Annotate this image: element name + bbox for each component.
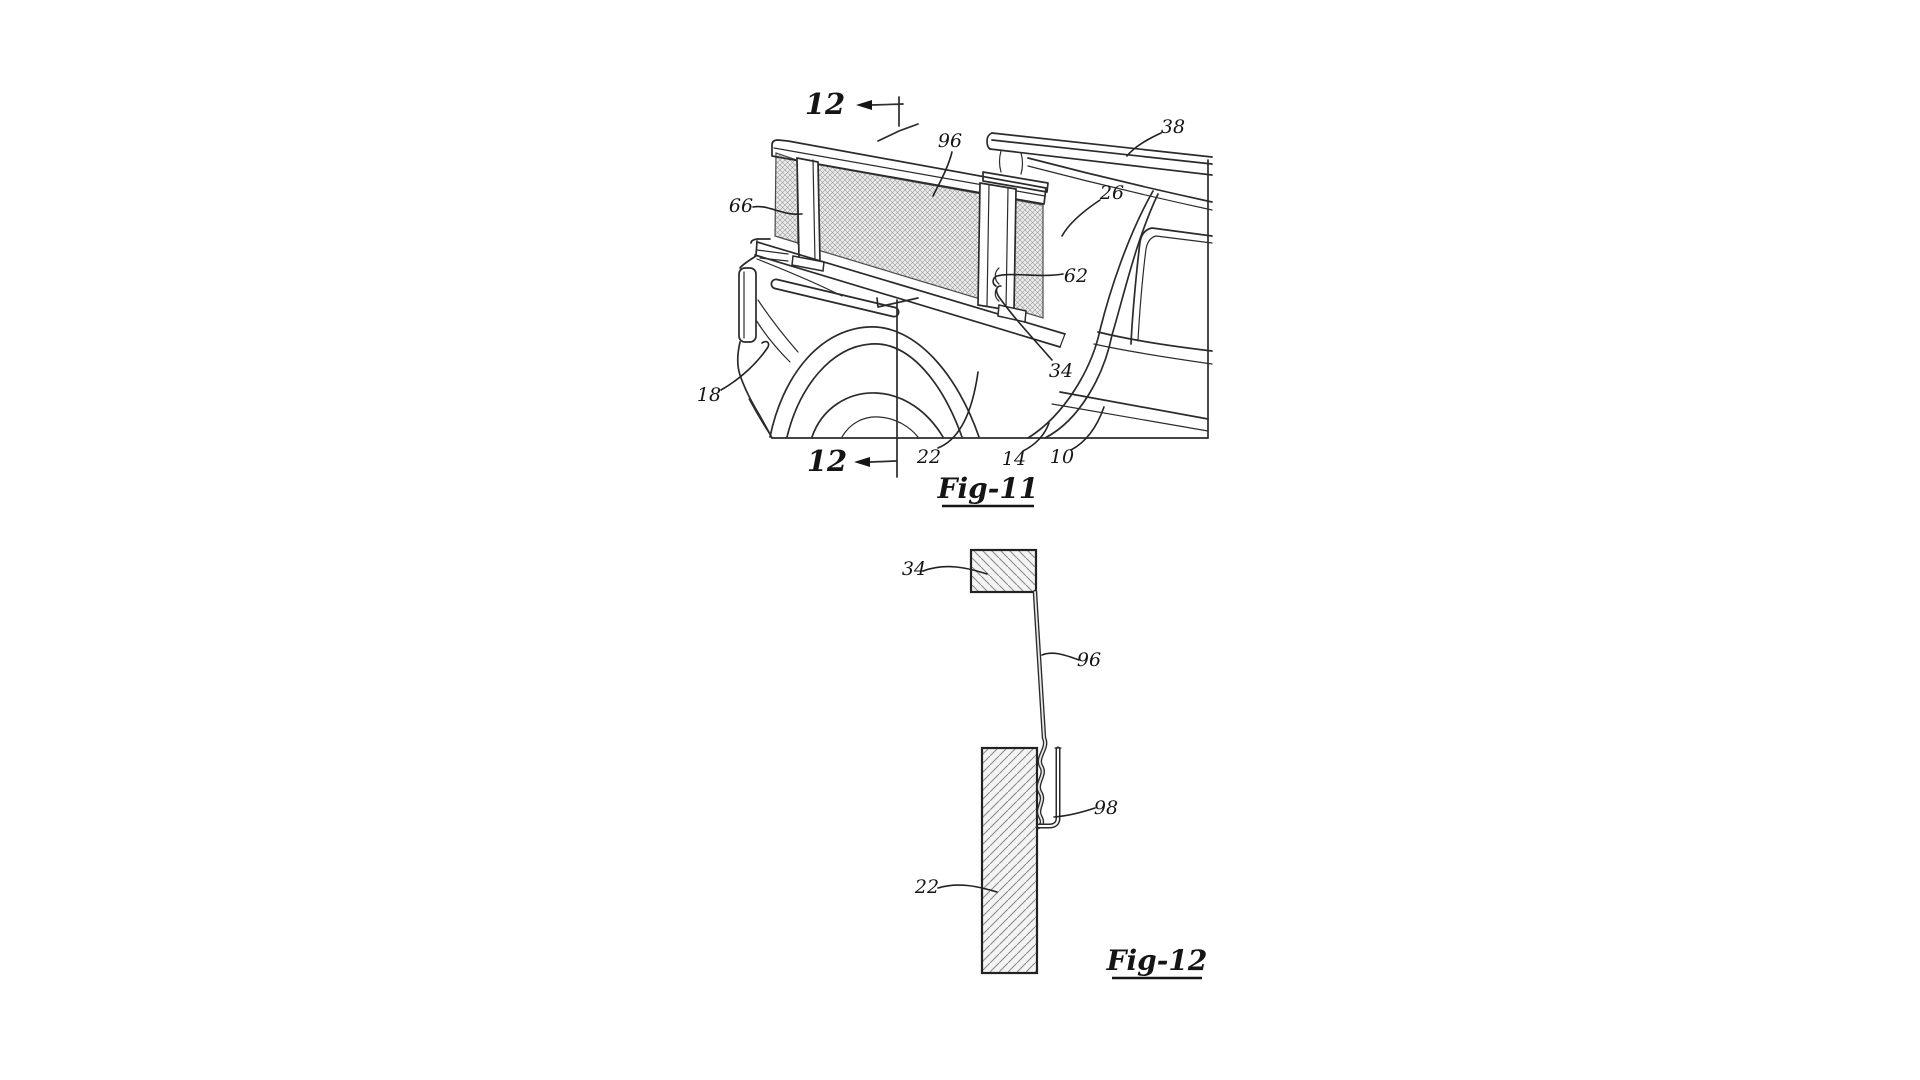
section-label-12-top: 12 — [805, 87, 845, 121]
fig12-leaders — [922, 565, 1096, 893]
label-10: 10 — [1050, 446, 1074, 468]
label-66: 66 — [729, 195, 753, 217]
label-18: 18 — [697, 384, 721, 406]
label-14: 14 — [1002, 448, 1026, 470]
retainer-clip-98 — [1036, 746, 1062, 829]
fig12-drawing: 34 96 98 22 Fig-12 — [902, 548, 1208, 980]
bed-wall-block-22 — [980, 746, 1039, 975]
divider-post-66 — [791, 156, 825, 272]
label-34: 34 — [1049, 360, 1073, 382]
divider-post-62 — [977, 171, 1049, 323]
label-38: 38 — [1161, 116, 1185, 138]
fig11-caption: Fig-11 — [937, 472, 1039, 508]
label-22-fig12: 22 — [914, 876, 939, 898]
label-98-fig12: 98 — [1094, 797, 1118, 819]
section-label-12-bottom: 12 — [807, 444, 847, 478]
label-62: 62 — [1064, 265, 1088, 287]
section-line-12 — [854, 96, 919, 478]
mesh-sheet-96-section — [1032, 589, 1048, 830]
sport-bar-38 — [986, 132, 1213, 176]
fig12-caption-text: Fig-12 — [1106, 944, 1208, 977]
label-34-fig12: 34 — [902, 558, 926, 580]
fig11-drawing: 12 12 96 38 66 26 62 34 18 22 14 10 Fig-… — [697, 87, 1213, 508]
fig11-caption-text: Fig-11 — [937, 472, 1039, 505]
label-26: 26 — [1099, 182, 1124, 204]
label-96-fig12: 96 — [1077, 649, 1101, 671]
fig11-leaders — [720, 132, 1162, 452]
label-22: 22 — [916, 446, 941, 468]
label-96: 96 — [938, 130, 962, 152]
fig12-caption: Fig-12 — [1106, 944, 1208, 980]
rail-block-34 — [969, 548, 1038, 594]
